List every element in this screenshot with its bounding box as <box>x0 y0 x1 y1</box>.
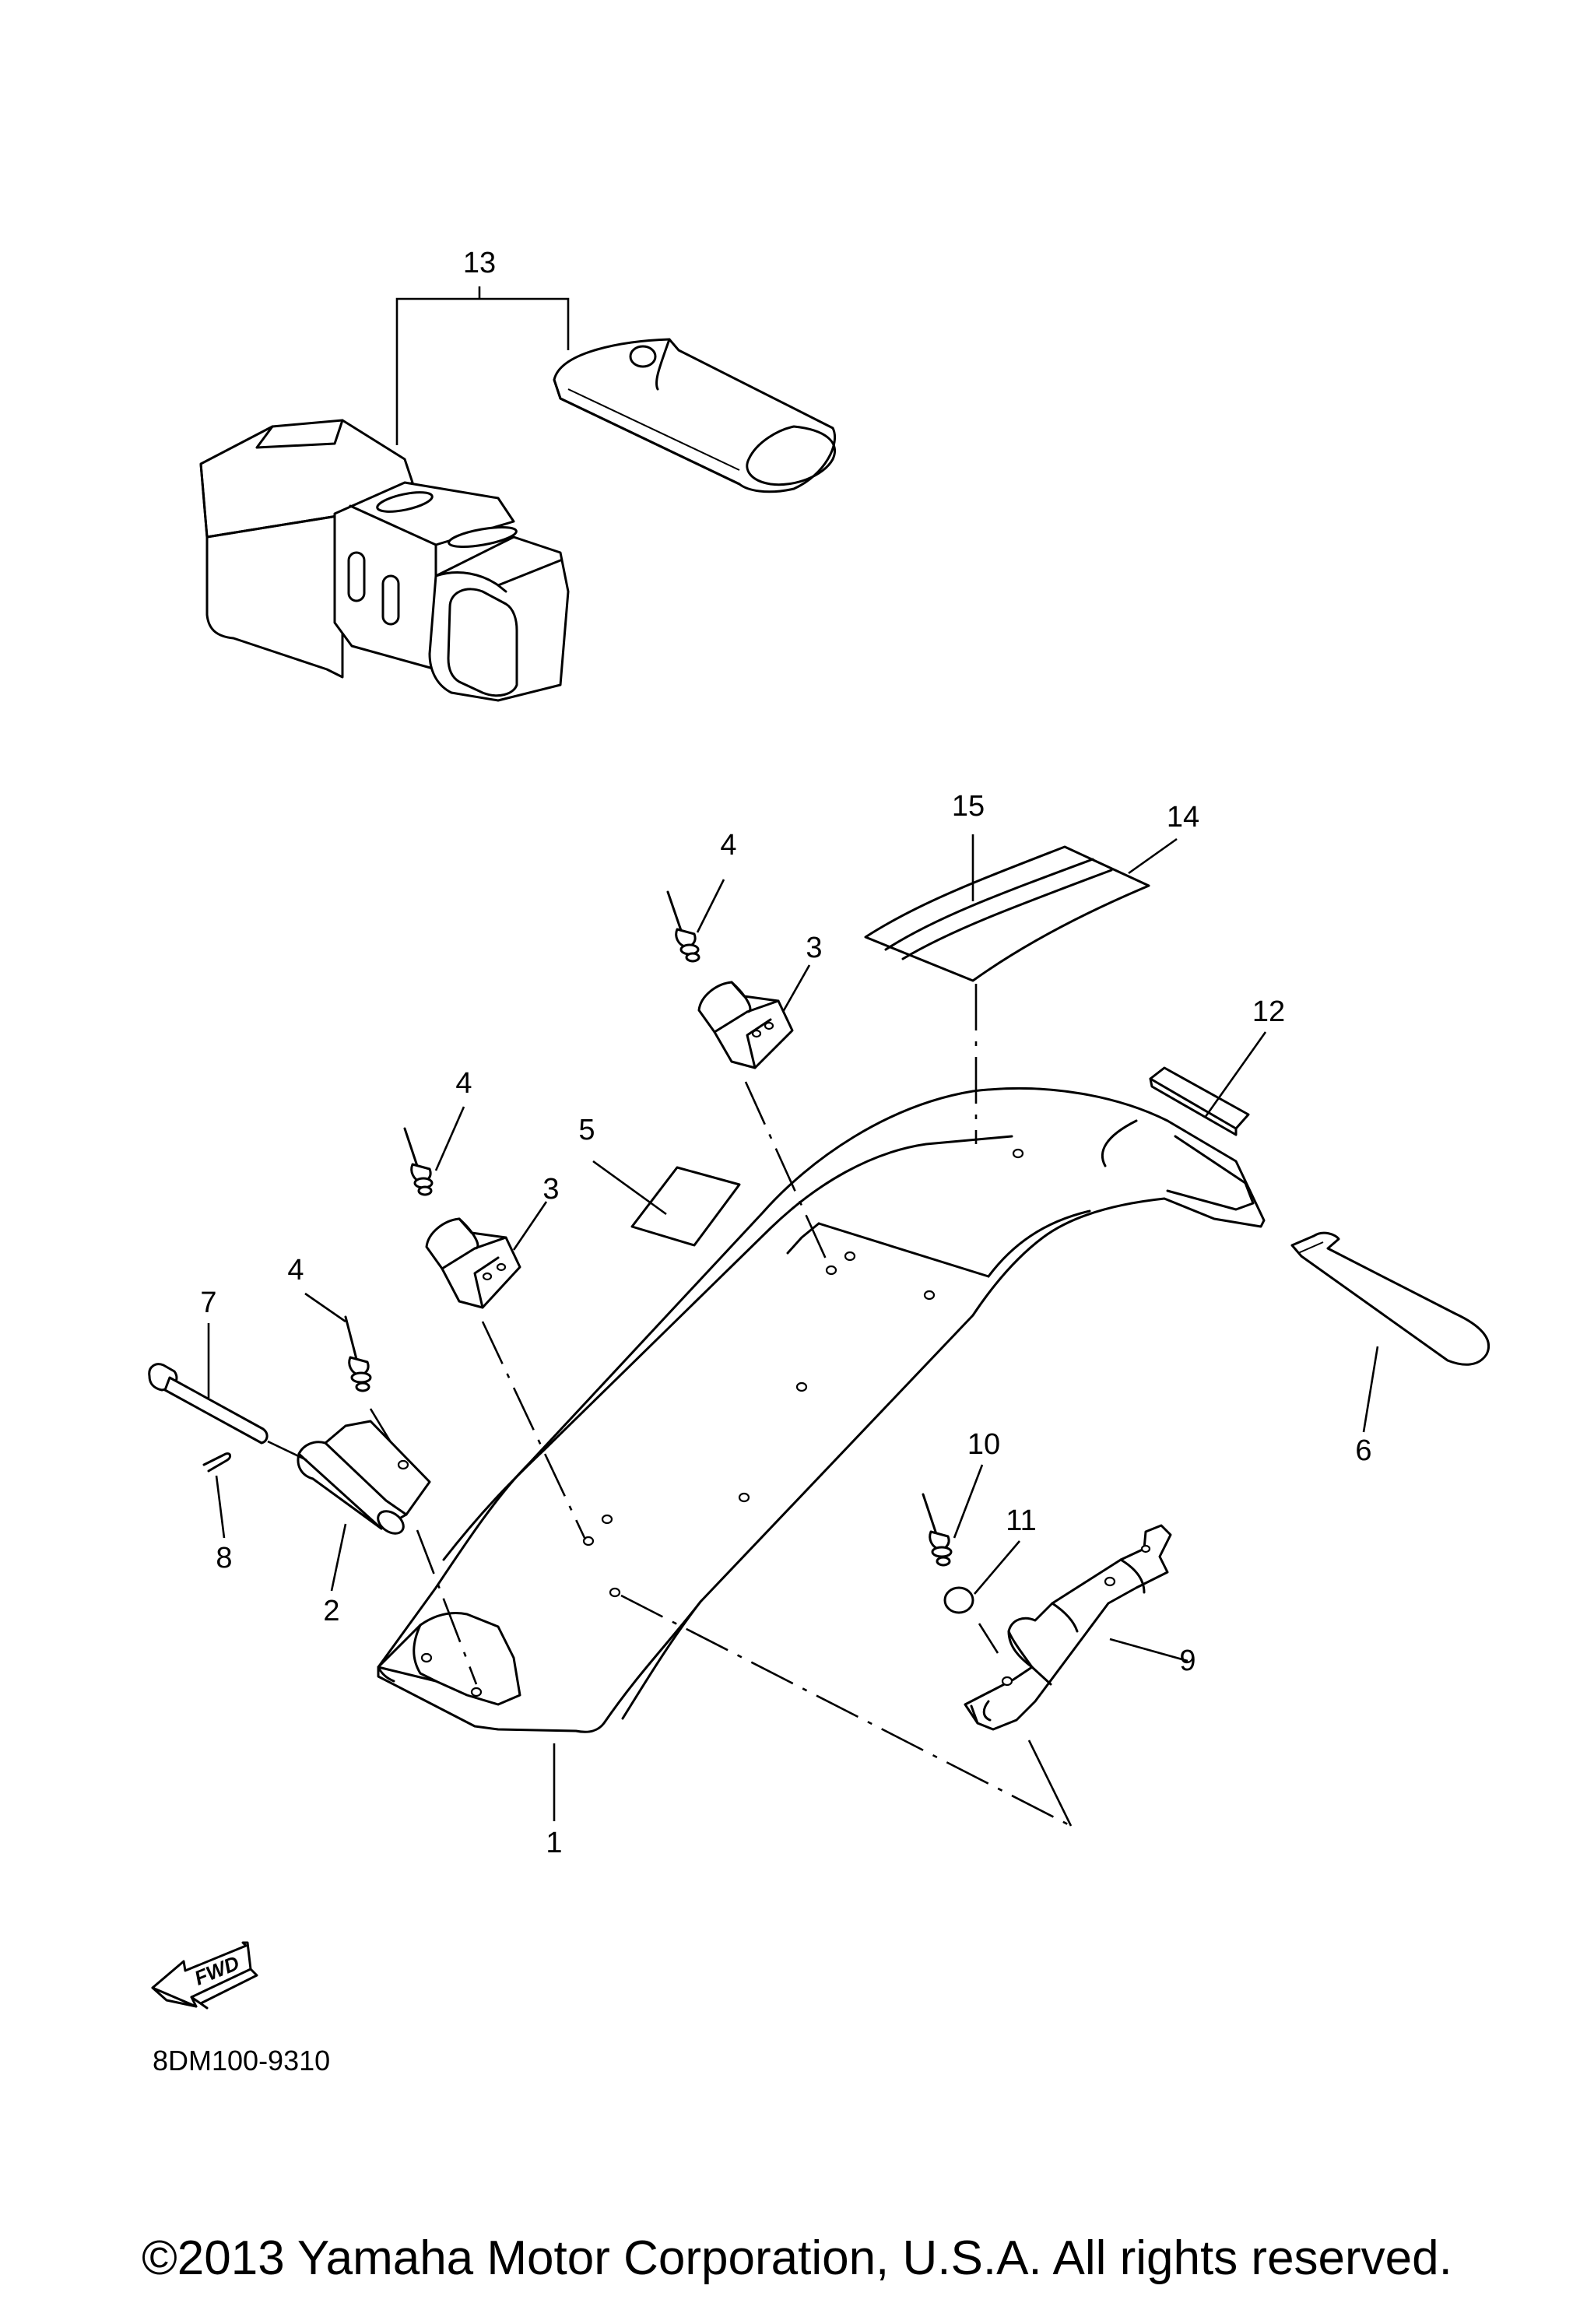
part-2-hinge <box>297 1420 478 1685</box>
callout-15: 15 <box>952 790 985 823</box>
diagram-code: 8DM100-9310 <box>153 2045 330 2077</box>
part-4-rivet-top <box>666 879 725 963</box>
callout-12: 12 <box>1252 995 1285 1028</box>
leader-9-lower <box>1027 1739 1073 1827</box>
part-12-strip <box>1149 1031 1267 1136</box>
part-14-15-tape <box>864 834 1178 1144</box>
callout-8: 8 <box>216 1542 232 1574</box>
part-10-rivet <box>922 1464 984 1567</box>
callout-4-low: 4 <box>287 1254 304 1287</box>
callout-11: 11 <box>1006 1504 1036 1537</box>
callout-14: 14 <box>1167 801 1199 834</box>
part-1-rear-fender <box>377 1087 1266 1733</box>
callout-10: 10 <box>967 1428 1000 1461</box>
copyright-notice: ©2013 Yamaha Motor Corporation, U.S.A. A… <box>142 2231 1452 2285</box>
callout-2: 2 <box>323 1595 339 1627</box>
callout-1: 1 <box>546 1827 562 1859</box>
part-9-bracket <box>964 1524 1188 1731</box>
assembly-line-9 <box>620 1594 1072 1827</box>
callout-3-top: 3 <box>806 932 822 964</box>
part-8-clip <box>202 1452 232 1539</box>
callout-6: 6 <box>1355 1434 1371 1467</box>
callout-5: 5 <box>578 1114 595 1146</box>
part-13-cover <box>199 286 837 702</box>
callout-3-mid: 3 <box>542 1173 559 1206</box>
callout-4-mid: 4 <box>455 1067 472 1100</box>
part-3-bracket-top <box>697 964 830 1265</box>
part-7-pin <box>148 1323 307 1462</box>
callout-4-top: 4 <box>720 829 736 862</box>
callout-9: 9 <box>1179 1645 1196 1677</box>
part-5-label <box>592 1160 741 1247</box>
part-4-rivet-mid <box>403 1106 465 1196</box>
fwd-arrow-icon <box>151 1941 258 2010</box>
part-3-bracket-mid <box>425 1201 587 1540</box>
part-11-nut <box>943 1540 1020 1654</box>
callout-7: 7 <box>200 1287 216 1319</box>
part-6-rod <box>1290 1231 1490 1433</box>
callout-13: 13 <box>463 247 496 279</box>
